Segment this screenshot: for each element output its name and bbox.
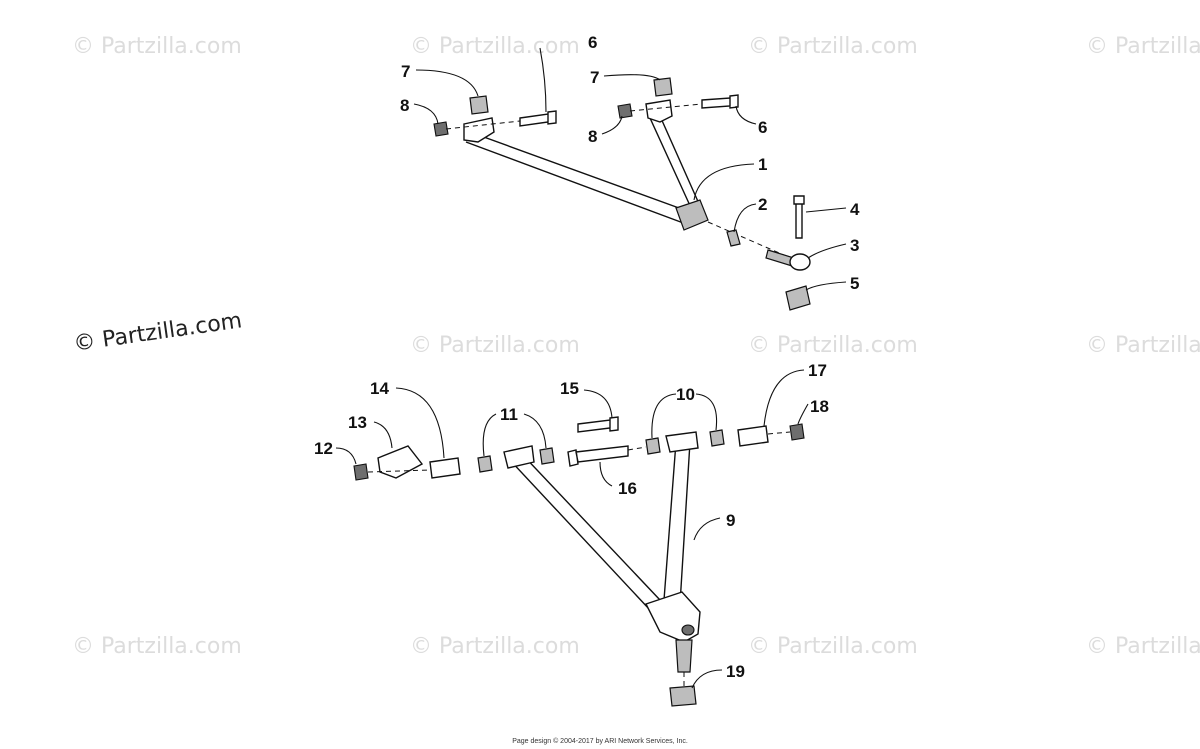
callout-15: 15	[560, 379, 579, 398]
bushing-11-right	[539, 447, 555, 465]
watermark: © Partzilla.com	[410, 333, 580, 358]
sleeve-14	[429, 457, 461, 479]
lower-arm-knuckle	[645, 591, 701, 643]
nut-8-rear	[617, 103, 633, 119]
watermark: © Partzilla.com	[1086, 634, 1200, 659]
watermark: © Partzilla.com	[1086, 34, 1200, 59]
bracket-13	[377, 445, 424, 479]
callout-19: 19	[726, 662, 745, 681]
bushing-10-left	[645, 437, 661, 455]
upper-arm-tube-rear	[649, 115, 701, 211]
callout-7: 7	[590, 68, 599, 87]
lower-arm-left-bracket	[503, 445, 535, 469]
part-2-sleeve	[726, 229, 741, 247]
callout-11: 11	[500, 405, 518, 424]
callout-8: 8	[400, 96, 409, 115]
callout-12: 12	[314, 439, 333, 458]
callout-14: 14	[370, 379, 389, 398]
nut-5	[785, 285, 811, 311]
callout-9: 9	[726, 511, 735, 530]
bolt-16	[567, 445, 629, 467]
callouts: 7 6 8 7 8 6 1 2 4 3 5 14 13 12 11 15 16 …	[314, 33, 860, 681]
bolt-6-front	[519, 110, 557, 127]
callout-2: 2	[758, 195, 767, 214]
callout-7: 7	[401, 62, 410, 81]
bushing-7-front	[469, 95, 489, 115]
callout-16: 16	[618, 479, 637, 498]
upper-a-arm-assembly	[433, 77, 811, 311]
callout-18: 18	[810, 397, 829, 416]
bushing-7-rear	[653, 77, 673, 97]
callout-3: 3	[850, 236, 859, 255]
callout-17: 17	[808, 361, 827, 380]
callout-1: 1	[758, 155, 767, 174]
bolt-6-rear	[701, 94, 739, 109]
bushing-10-right	[709, 429, 725, 447]
nut-8-front	[433, 121, 449, 137]
lower-arm-tube-right	[663, 441, 691, 605]
sleeve-17	[737, 425, 769, 447]
bolt-4	[793, 195, 805, 239]
nut-18	[789, 423, 805, 441]
watermark: © Partzilla.com	[1086, 333, 1200, 358]
lower-arm-tube-left	[507, 451, 661, 611]
callout-10: 10	[676, 385, 695, 404]
lower-ball-stud	[675, 639, 693, 673]
upper-arm-tube-front	[465, 131, 691, 225]
watermark: © Partzilla.com	[748, 333, 918, 358]
bolt-15	[577, 416, 619, 433]
bushing-11-left	[477, 455, 493, 473]
upper-arm-front-bracket	[463, 117, 495, 143]
watermark: © Partzilla.com	[410, 34, 580, 59]
watermark: © Partzilla.com	[72, 34, 242, 59]
callout-6: 6	[588, 33, 597, 52]
callout-8: 8	[588, 127, 597, 146]
callout-5: 5	[850, 274, 859, 293]
nut-19	[669, 685, 697, 707]
callout-6: 6	[758, 118, 767, 137]
leader-lines	[335, 47, 847, 689]
lower-arm-right-bracket	[665, 431, 699, 453]
upper-arm-rear-bracket	[645, 99, 673, 123]
lower-a-arm-assembly	[353, 416, 805, 707]
watermark: © Partzilla.com	[410, 634, 580, 659]
callout-4: 4	[850, 200, 860, 219]
watermark: © Partzilla.com	[72, 634, 242, 659]
upper-arm-sleeve	[675, 199, 709, 231]
part-3-ball-joint	[789, 253, 811, 271]
footer-copyright: Page design © 2004-2017 by ARI Network S…	[512, 738, 688, 745]
watermark: © Partzilla.com	[748, 634, 918, 659]
callout-13: 13	[348, 413, 367, 432]
watermark: © Partzilla.com	[748, 34, 918, 59]
nut-12	[353, 463, 369, 481]
